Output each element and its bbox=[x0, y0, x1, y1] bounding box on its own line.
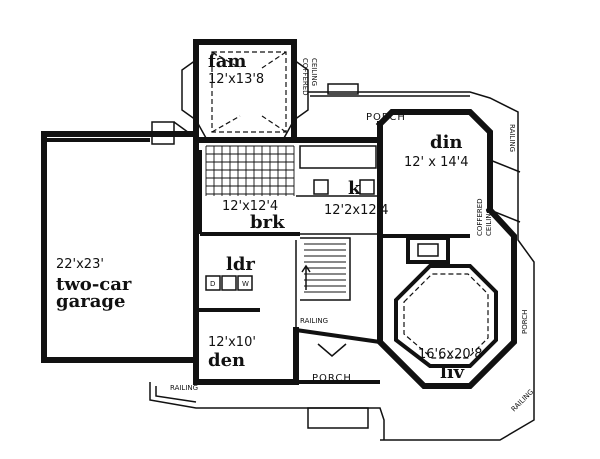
family-room-dim: 12'x13'8 bbox=[208, 72, 264, 87]
kitchen-name: k bbox=[348, 178, 361, 199]
entry bbox=[295, 328, 381, 384]
kitchen-dim: 12'2x12'4 bbox=[324, 203, 388, 218]
den-dim: 12'x10' bbox=[208, 335, 256, 350]
bottom-porch bbox=[149, 382, 385, 440]
laundry-and-stairs bbox=[200, 232, 351, 330]
den-walls bbox=[193, 307, 299, 385]
railing-center: RAILING bbox=[300, 317, 328, 325]
dryer-label: D bbox=[210, 280, 215, 288]
coffered-label-1a: COFFERED bbox=[301, 58, 309, 96]
garage-side-door bbox=[151, 121, 197, 145]
dining-room-name: din bbox=[430, 132, 463, 153]
dining-room-dim: 12' x 14'4 bbox=[404, 155, 468, 170]
garage-name-1: two-car bbox=[56, 274, 132, 295]
kitchen-floor-tiles bbox=[205, 145, 295, 196]
kitchen-walls bbox=[198, 137, 383, 235]
top-porch bbox=[308, 83, 535, 441]
breakfast-name: brk bbox=[250, 212, 285, 233]
den-name: den bbox=[208, 350, 245, 371]
porch-bottom-label: PORCH bbox=[312, 373, 352, 384]
railing-top-right: RAILING bbox=[508, 124, 516, 152]
living-room-name: liv bbox=[440, 362, 465, 383]
washer-label: W bbox=[242, 280, 249, 288]
family-room-name: fam bbox=[208, 51, 246, 72]
coffered-label-2a: COFFERED bbox=[476, 198, 484, 236]
railing-bottom-right: RAILING bbox=[510, 388, 536, 414]
garage-walls bbox=[41, 131, 199, 363]
coffered-label-2b: CEILING bbox=[485, 208, 493, 236]
coffered-label-1b: CEILING bbox=[310, 58, 318, 86]
porch-top-label: PORCH bbox=[366, 112, 406, 123]
porch-right-label: PORCH bbox=[521, 310, 529, 334]
railing-bottom-left: RAILING bbox=[170, 384, 198, 392]
living-room-dim: 16'6x20'8 bbox=[418, 347, 482, 362]
garage-dim: 22'x23' bbox=[56, 257, 104, 272]
breakfast-dim: 12'x12'4 bbox=[222, 199, 278, 214]
laundry-name: ldr bbox=[226, 254, 255, 275]
garage-name-2: garage bbox=[56, 291, 125, 312]
